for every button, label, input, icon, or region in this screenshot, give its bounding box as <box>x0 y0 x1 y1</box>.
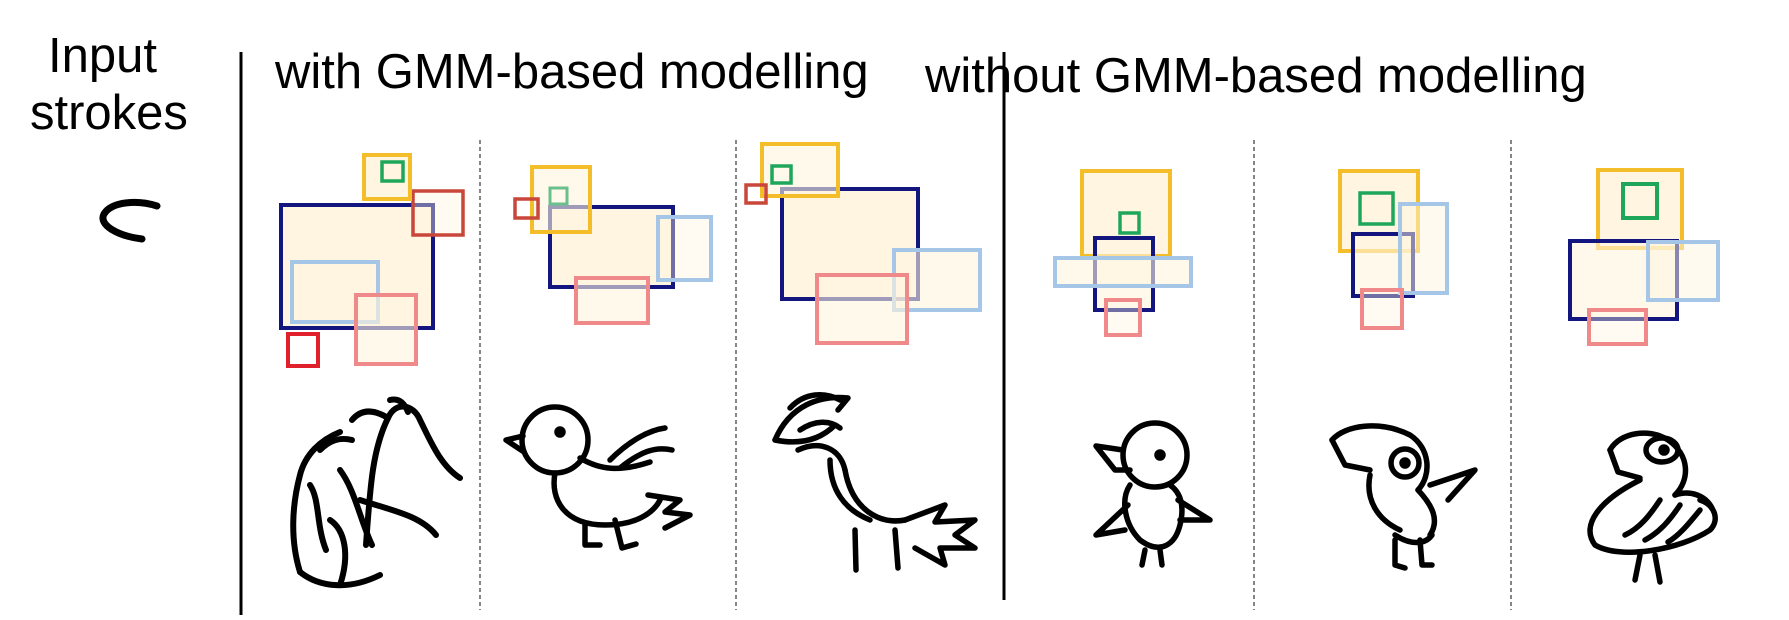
input-label-line1: Input <box>48 29 157 83</box>
layout-boxes-panel-6 <box>1568 168 1720 346</box>
bird-sketch-icon <box>1587 430 1718 585</box>
input-label-line2: strokes <box>30 86 188 140</box>
input-stroke-icon <box>99 198 161 243</box>
layout-boxes-panel-3 <box>744 142 982 345</box>
bird-sketch-icon <box>1329 423 1478 571</box>
input-strokes-label: Input strokes <box>30 28 188 142</box>
layout-boxes-panel-2 <box>513 165 713 325</box>
layout-boxes-panel-4 <box>1053 169 1193 337</box>
without-gmm-title: without GMM-based modelling <box>925 49 1587 103</box>
bird-sketch-icon <box>772 392 978 573</box>
with-gmm-title: with GMM-based modelling <box>275 45 869 99</box>
bird-sketch-icon <box>503 404 693 551</box>
bird-sketch-icon <box>290 396 463 589</box>
layout-boxes-panel-5 <box>1338 169 1449 330</box>
bird-sketch-icon <box>1093 420 1213 568</box>
layout-boxes-panel-1 <box>279 153 465 368</box>
